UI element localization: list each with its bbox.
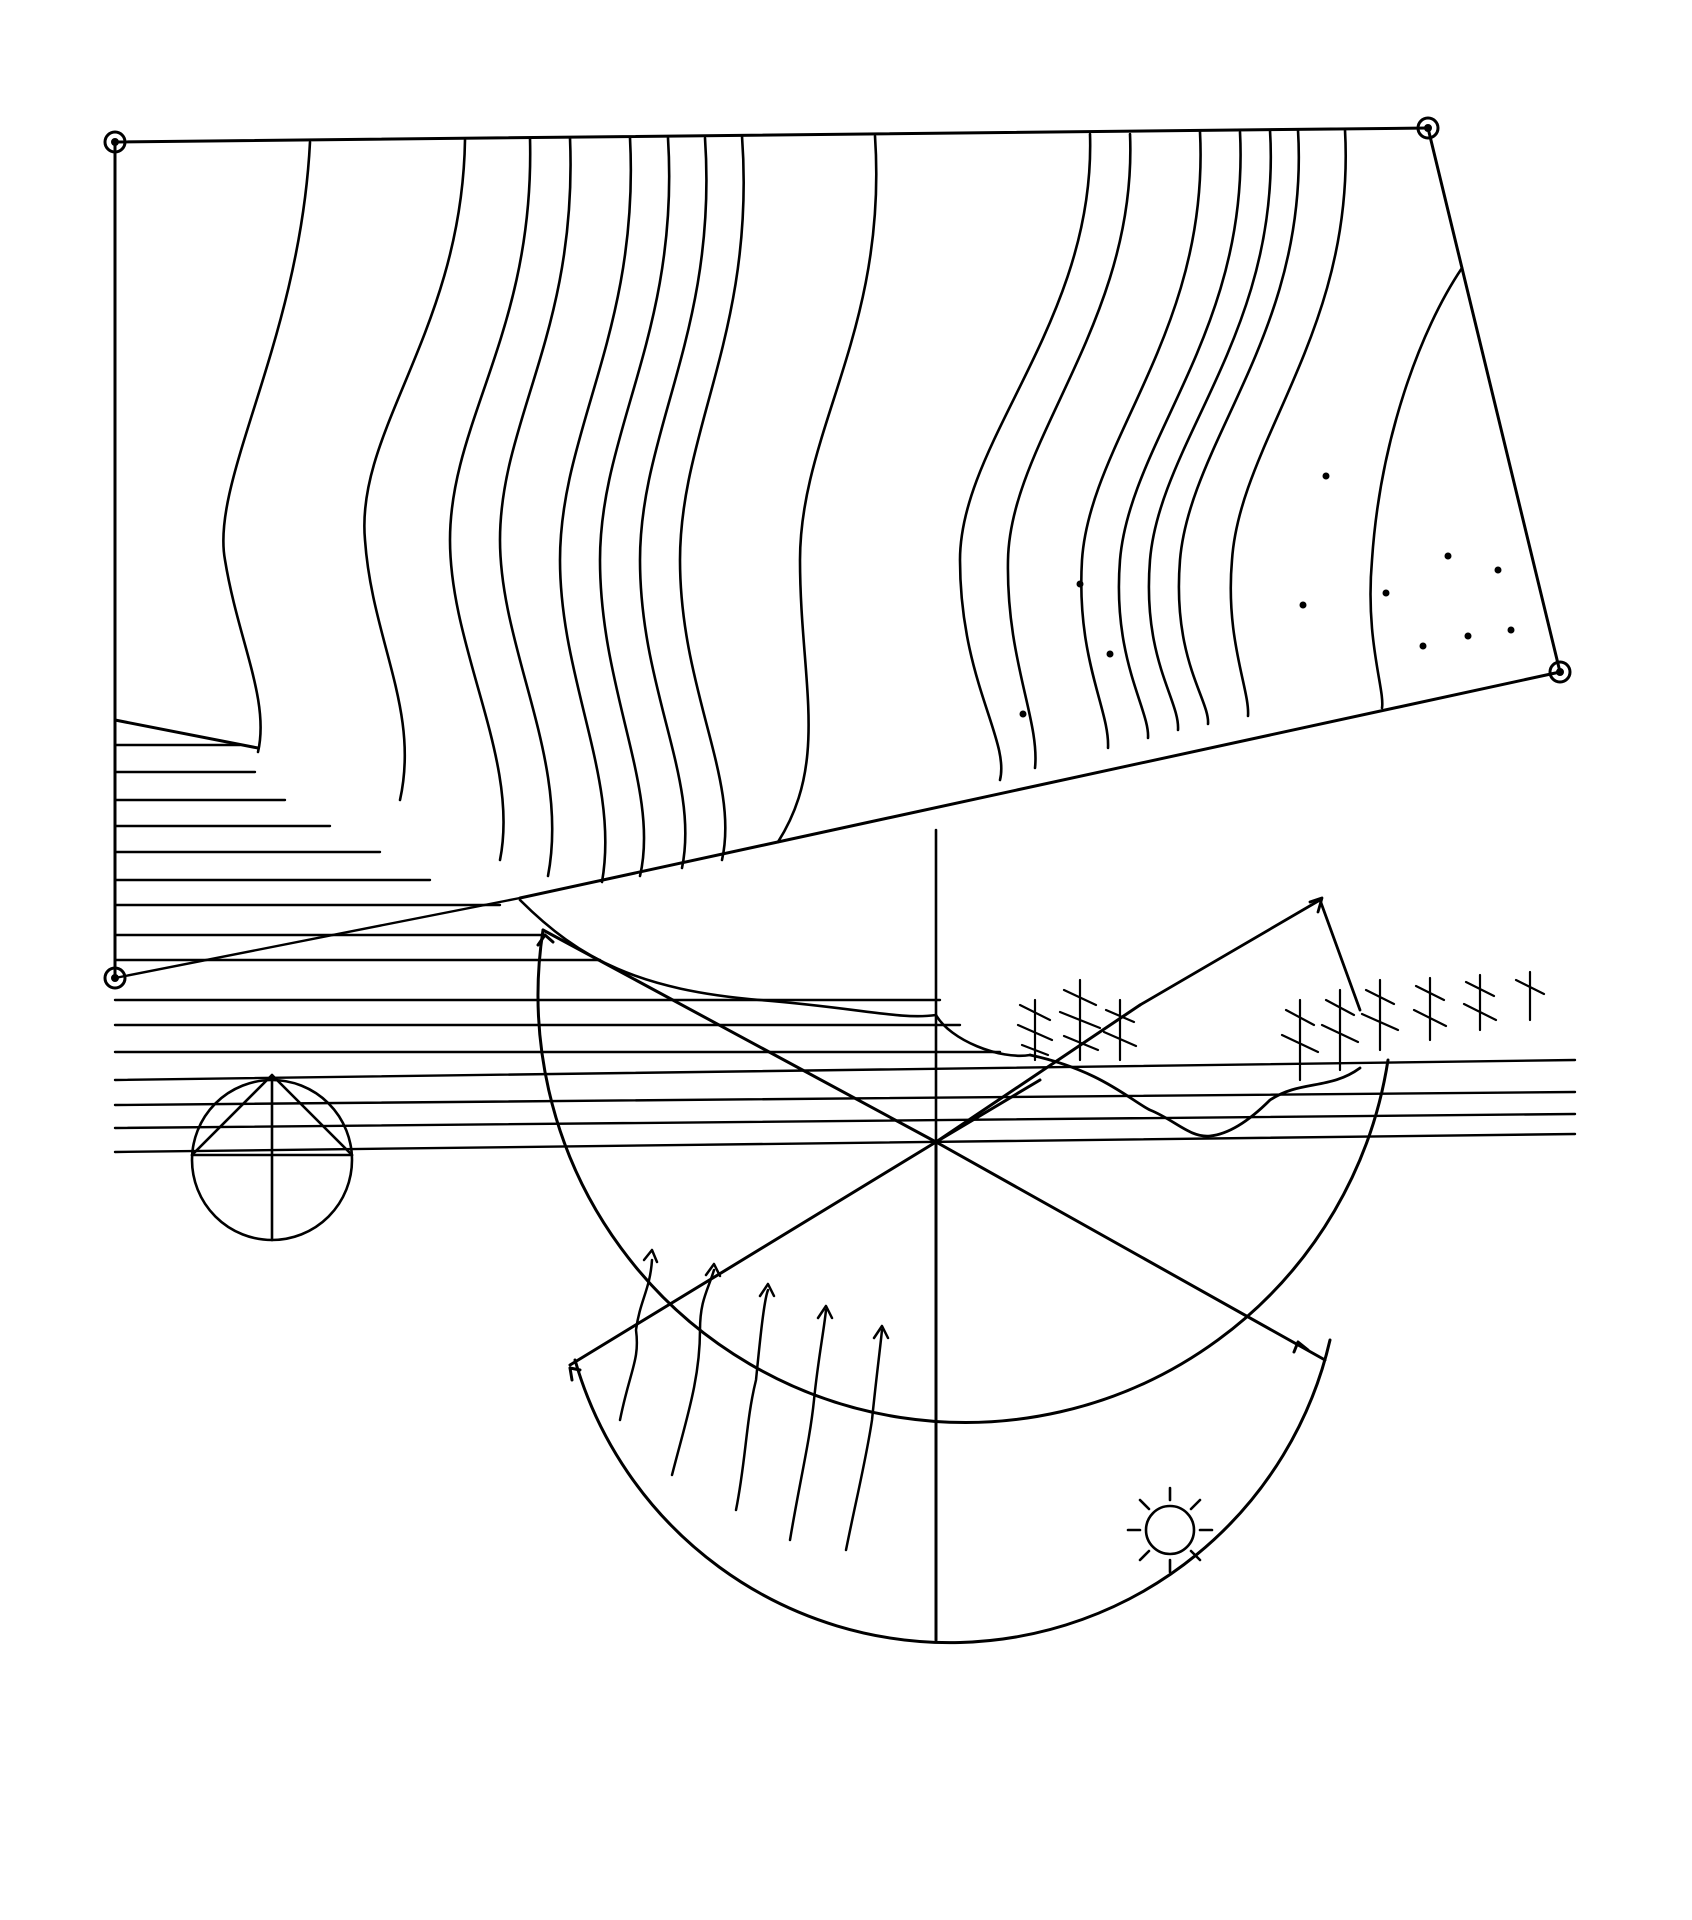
- fabric-dots: [1019, 472, 1515, 718]
- top-right-pin-icon: [1416, 116, 1440, 140]
- tree-icon: [1016, 970, 1546, 1082]
- small-circle-diagram: [190, 1073, 354, 1242]
- banner-frame: [113, 126, 1562, 980]
- top-left-pin-icon: [103, 130, 127, 154]
- banner-folds: [222, 128, 1464, 884]
- mountain-ridge: [1028, 896, 1362, 1138]
- arrow-icon: [536, 933, 1310, 1382]
- sun-icon: [1126, 1486, 1214, 1574]
- converging-lines: [518, 828, 1032, 1642]
- rising-wavy-arrows: [618, 1248, 890, 1552]
- horizontal-stripes: [113, 743, 1577, 1154]
- compass-half-circle: [536, 928, 1390, 1645]
- right-pin-icon: [1548, 660, 1572, 684]
